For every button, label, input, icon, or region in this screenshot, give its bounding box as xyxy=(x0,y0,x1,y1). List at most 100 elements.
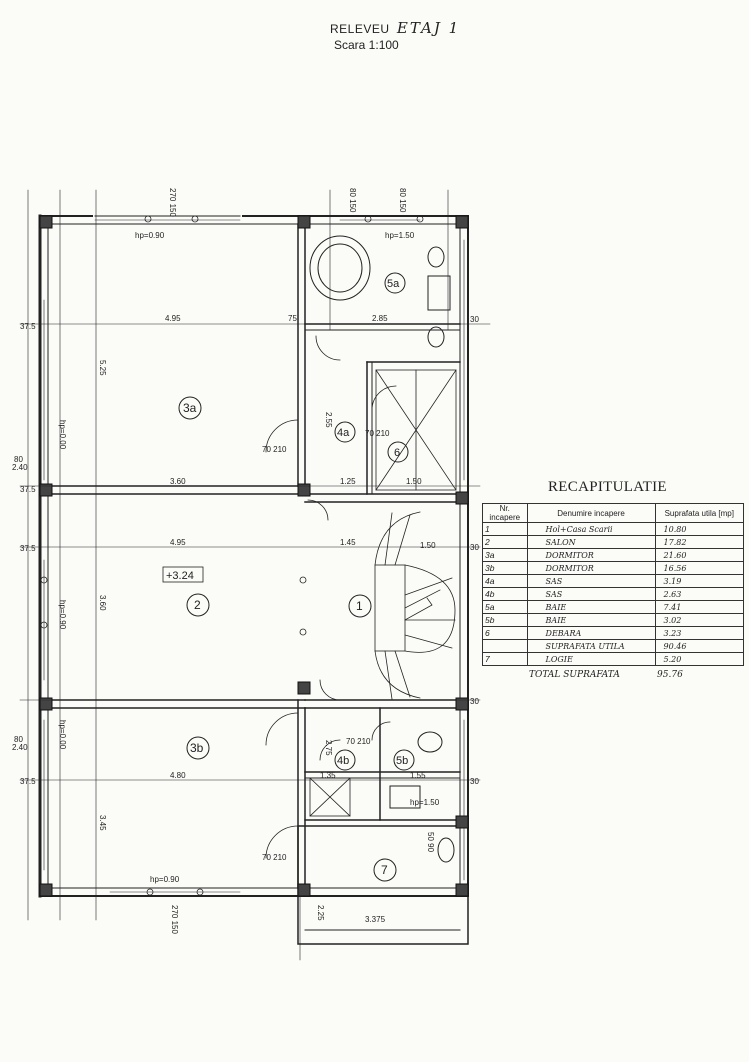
wall-markers xyxy=(40,215,424,896)
room-7-label: 7 xyxy=(381,863,388,877)
recap-total-spacer xyxy=(482,665,528,684)
dim-495-mid: 4.95 xyxy=(170,538,186,547)
dim-360-b: 3.60 xyxy=(98,595,107,611)
dim-80-b: 80 xyxy=(14,735,23,744)
dim-70-210-c: 70 210 xyxy=(262,853,287,862)
dimension-lines xyxy=(19,189,491,961)
recap-cell-den: DORMITOR xyxy=(526,548,656,562)
dim-345: 3.45 xyxy=(98,815,107,831)
recap-cell-den: BAIE xyxy=(526,613,656,627)
dim-80-150-b: 80 150 xyxy=(398,188,407,213)
recap-cell-den: SAS xyxy=(526,587,656,601)
recap-cell-nr: 4b xyxy=(482,587,528,601)
dim-375-l2: 37.5 xyxy=(20,485,36,494)
recap-cell-den: SUPRAFATA UTILA xyxy=(526,639,656,653)
dim-135: 1.35 xyxy=(320,771,336,780)
room-3b-label: 3b xyxy=(190,741,204,755)
drawing-scale: Scara 1:100 xyxy=(334,38,399,52)
dim-30-r2: 30 xyxy=(470,543,479,552)
dim-285: 2.85 xyxy=(372,314,388,323)
dim-145: 1.45 xyxy=(340,538,356,547)
recap-cell-den: SAS xyxy=(526,574,656,588)
recap-cell-nr: 6 xyxy=(482,626,528,640)
drawing-header: RELEVEU ETAJ 1 Scara 1:100 xyxy=(330,20,460,53)
hp-left-b: hp=0.90 xyxy=(58,600,67,630)
dim-3375: 3.375 xyxy=(365,915,386,924)
recap-cell-val: 17.82 xyxy=(654,535,745,549)
recap-cell-val: 10.80 xyxy=(654,522,745,536)
recap-cell-den: Hol+Casa Scarii xyxy=(526,522,656,536)
recap-cell-val: 5.20 xyxy=(654,652,745,666)
dim-480: 4.80 xyxy=(170,771,186,780)
hp-bottom: hp=0.90 xyxy=(150,875,180,884)
recap-cell-nr: 5a xyxy=(482,600,528,614)
recap-cell-val: 21.60 xyxy=(654,548,745,562)
recap-cell-nr: 1 xyxy=(482,522,528,536)
doors xyxy=(265,335,397,859)
dim-80-a: 80 xyxy=(14,455,23,464)
dim-70-210-a: 70 210 xyxy=(262,445,287,454)
dim-525: 5.25 xyxy=(98,360,107,376)
recap-cell-nr: 5b xyxy=(482,613,528,627)
recap-cell-den: DEBARA xyxy=(526,626,656,640)
dim-125: 1.25 xyxy=(340,477,356,486)
recap-header-row: Nr. incapere Denumire incapere Suprafata… xyxy=(482,503,745,523)
room-2-label: 2 xyxy=(194,598,201,612)
dim-255: 2.55 xyxy=(324,412,333,428)
recap-cell-nr: 3a xyxy=(482,548,528,562)
dim-375-l3: 37.5 xyxy=(20,544,36,553)
room-3a-label: 3a xyxy=(183,401,197,415)
room-4b-label: 4b xyxy=(337,755,349,767)
recap-col-den: Denumire incapere xyxy=(526,503,656,523)
walls xyxy=(38,214,469,945)
recap-cell-val: 16.56 xyxy=(654,561,745,575)
dim-30-r3: 30 xyxy=(470,697,479,706)
hp-left-c: hp=0.00 xyxy=(58,720,67,750)
recap-total-row: TOTAL SUPRAFATA 95.76 xyxy=(482,665,744,684)
recap-total-value: 95.76 xyxy=(655,665,744,684)
dim-30-r4: 30 xyxy=(470,777,479,786)
dim-360-a: 3.60 xyxy=(170,477,186,486)
hp-top-left: hp=0.90 xyxy=(135,231,165,240)
recap-cell-den: SALON xyxy=(526,535,656,549)
room-1-label: 1 xyxy=(356,599,363,613)
room-6-label: 6 xyxy=(394,447,400,459)
recap-col-val: Suprafata utila [mp] xyxy=(654,503,745,523)
recap-col-nr: Nr. incapere xyxy=(482,503,528,523)
recap-cell-nr: 7 xyxy=(482,652,528,666)
drawing-title: RELEVEU xyxy=(330,22,390,36)
recap-cell-nr: 4a xyxy=(482,574,528,588)
dim-30-r1: 30 xyxy=(470,315,479,324)
recap-cell-val: 90.46 xyxy=(654,639,745,653)
dim-270-150-bot: 270 150 xyxy=(170,905,179,934)
staircase xyxy=(374,511,456,700)
dim-495-top: 4.95 xyxy=(165,314,181,323)
level-mark: +3.24 xyxy=(166,570,194,582)
dimension-texts: 4.95 75 2.85 3.60 1.25 4.95 1.45 4.80 1.… xyxy=(12,188,479,934)
dim-150-a: 1.50 xyxy=(406,477,422,486)
room-4a-label: 4a xyxy=(337,427,350,439)
recap-cell-den: DORMITOR xyxy=(526,561,656,575)
recap-cell-den: LOGIE xyxy=(526,652,656,666)
hp-top-right: hp=1.50 xyxy=(385,231,415,240)
recap-cell-val: 3.19 xyxy=(654,574,745,588)
dim-375-l1: 37.5 xyxy=(20,322,36,331)
recap-cell-nr xyxy=(482,639,528,653)
recap-cell-val: 3.23 xyxy=(654,626,745,640)
hp-left-a: hp=0.00 xyxy=(58,420,67,450)
floor-name: ETAJ 1 xyxy=(396,19,461,37)
dim-50-90: 50 90 xyxy=(426,832,435,853)
